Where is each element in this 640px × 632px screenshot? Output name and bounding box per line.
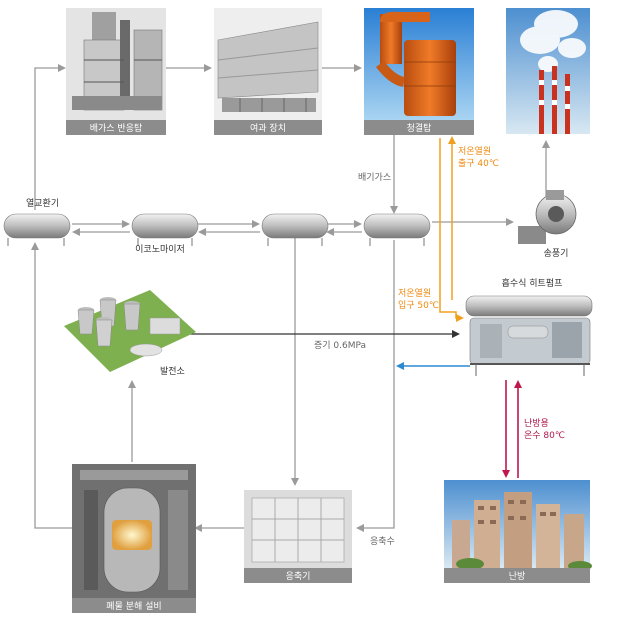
heating-water-lines <box>502 380 522 478</box>
economizer-1[interactable] <box>131 213 199 246</box>
scrubber[interactable]: 청결탑 <box>364 8 474 135</box>
heat-pump-label: 흡수식 히트펌프 <box>502 277 563 289</box>
heat-exchanger-label: 열교환기 <box>26 197 59 209</box>
power-plant-label: 발전소 <box>160 366 185 377</box>
condenser[interactable]: 응축기 <box>244 490 352 583</box>
low-temp-inlet-label-1: 저온열원 <box>398 288 431 299</box>
smoke <box>520 10 586 72</box>
filter-illustration <box>217 21 319 112</box>
chimney <box>506 8 590 134</box>
heating[interactable]: 난방 <box>444 480 592 583</box>
heating-water-label-1: 난방용 <box>524 418 549 429</box>
waste-facility-caption: 폐물 분해 설비 <box>106 600 161 612</box>
condenser-illustration <box>251 497 345 563</box>
economizer-2[interactable] <box>261 213 329 246</box>
scrubber-illustration <box>376 11 456 116</box>
blower[interactable]: 송풍기 <box>518 190 577 259</box>
filter-caption: 여과 장치 <box>250 122 286 134</box>
low-temp-outlet-label-2: 출구 40℃ <box>458 158 499 169</box>
gas-reactor-caption: 배가스 반응탑 <box>90 122 143 134</box>
exhaust-gas-label: 배기가스 <box>358 172 391 183</box>
heat-pump[interactable]: 흡수식 히트펌프 <box>465 277 593 376</box>
low-temp-outlet-label-1: 저온열원 <box>458 146 491 157</box>
filter-unit[interactable]: 여과 장치 <box>214 8 322 135</box>
stacks <box>539 66 570 134</box>
blower-label: 송풍기 <box>544 248 569 259</box>
heating-water-label-2: 온수 80℃ <box>524 430 565 441</box>
blower-illustration <box>518 190 577 244</box>
power-plant[interactable]: 발전소 <box>64 290 196 377</box>
apartments-illustration <box>452 492 592 571</box>
power-plant-illustration <box>64 290 196 372</box>
low-temp-lines <box>439 136 464 322</box>
condensate-label: 응축수 <box>370 536 395 547</box>
waste-facility[interactable]: 폐물 분해 설비 <box>72 464 196 613</box>
heating-caption: 난방 <box>509 571 526 582</box>
gas-reactor-illustration <box>72 12 163 111</box>
heat-exchanger[interactable]: 열교환기 <box>3 197 71 246</box>
waste-facility-illustration <box>80 470 188 593</box>
condenser-caption: 응축기 <box>286 571 311 582</box>
economizer-3[interactable] <box>363 213 431 246</box>
scrubber-caption: 청결탑 <box>407 122 432 134</box>
economizer-label: 이코노마이저 <box>135 244 185 255</box>
gas-reactor[interactable]: 배가스 반응탑 <box>66 8 166 135</box>
gray-flow-lines <box>31 64 550 532</box>
low-temp-inlet-label-2: 입구 50℃ <box>398 299 439 311</box>
heat-pump-illustration <box>465 295 593 376</box>
steam-label: 증기 0.6MPa <box>314 340 366 351</box>
